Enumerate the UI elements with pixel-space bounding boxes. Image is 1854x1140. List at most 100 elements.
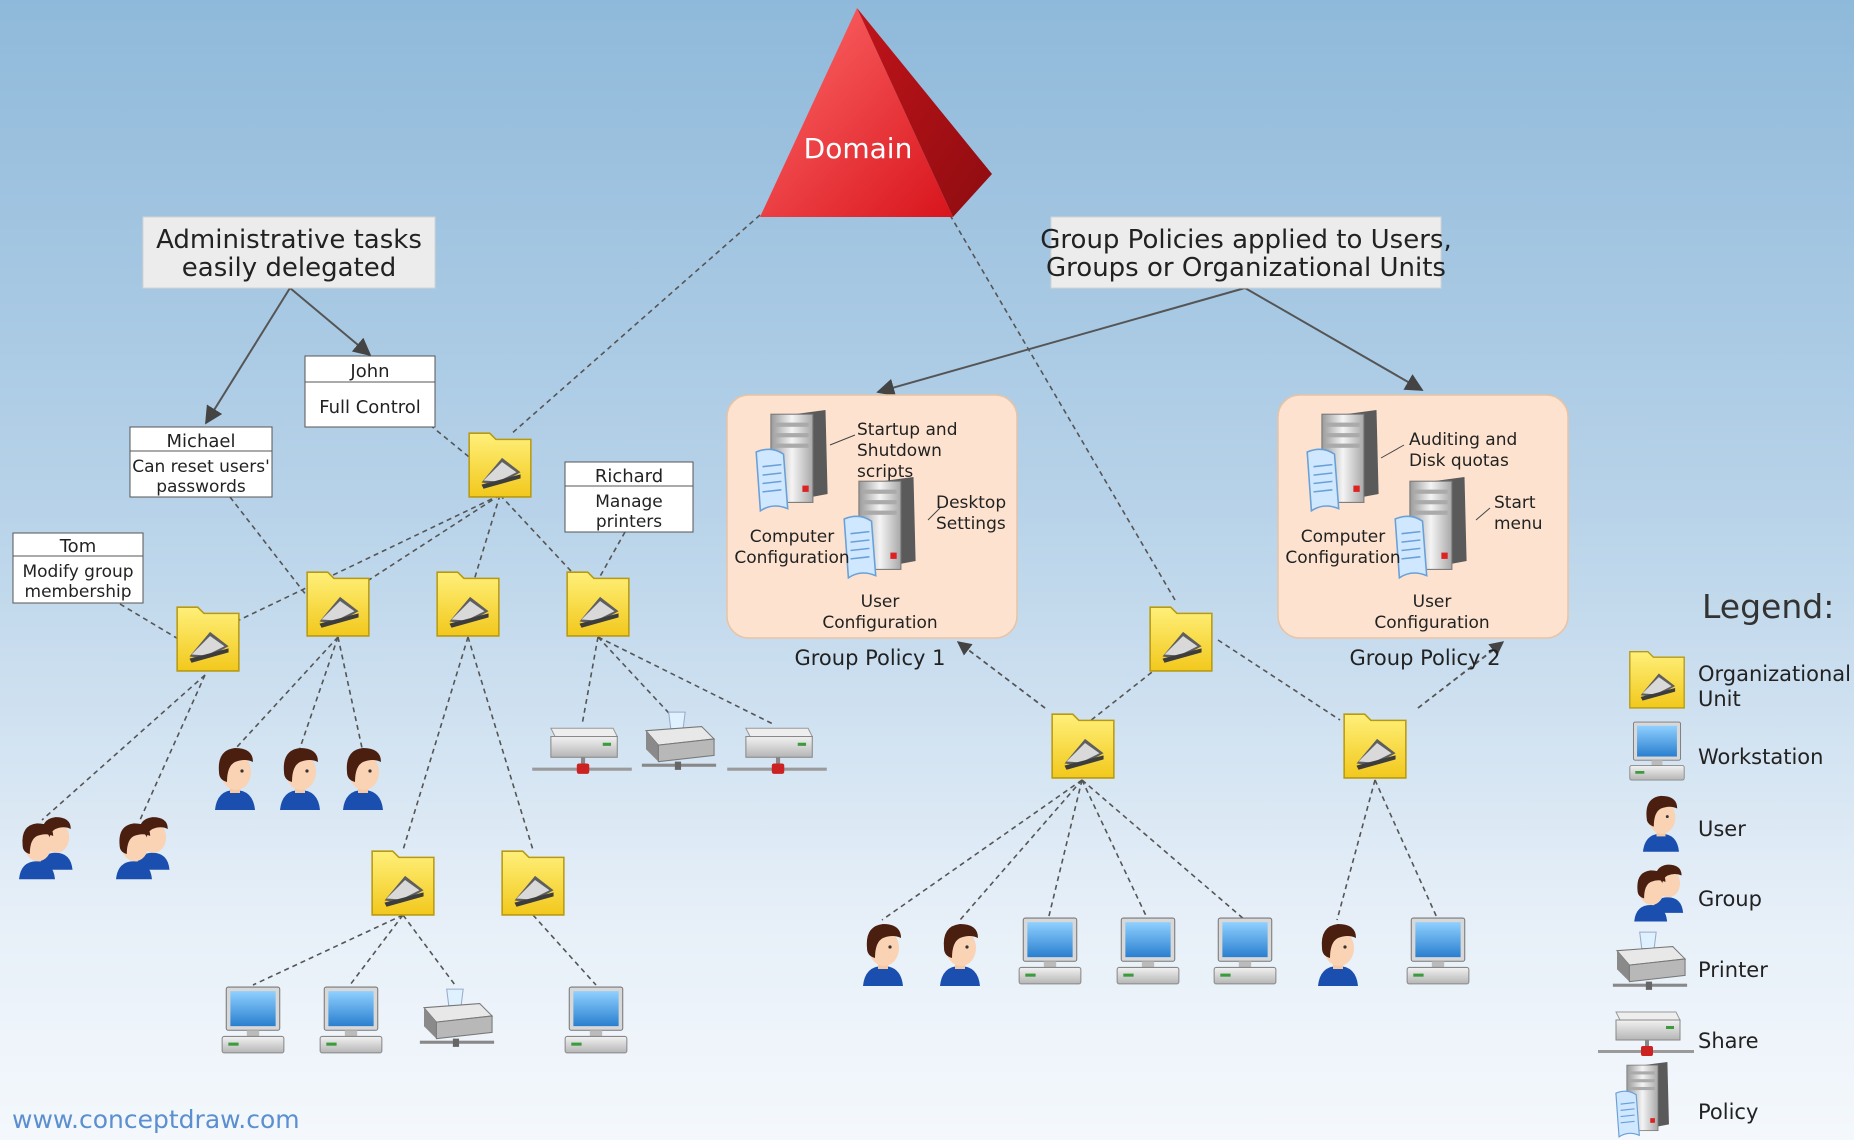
admin-name: Richard: [595, 466, 663, 487]
group-icon[interactable]: [116, 817, 170, 880]
gp1-title: Group Policy 1: [794, 646, 945, 670]
workstation-icon[interactable]: [319, 986, 383, 1054]
workstation-icon[interactable]: [1116, 917, 1180, 985]
connector: [1217, 639, 1341, 721]
folder-icon[interactable]: [306, 571, 370, 637]
connector: [41, 674, 206, 821]
folder-icon[interactable]: [1149, 606, 1213, 672]
legend: Legend: Organizational Unit Workstation …: [1597, 587, 1851, 1138]
legend-label-user: User: [1698, 817, 1746, 841]
callout-policies-line-2: Groups or Organizational Units: [1046, 253, 1446, 283]
share-icon[interactable]: [726, 727, 828, 775]
callout-admin-line-2: easily delegated: [182, 253, 396, 283]
gp2-user-config: User: [1413, 592, 1452, 612]
gp1-computer-config: Configuration: [734, 548, 849, 568]
folder-icon: [1629, 651, 1685, 709]
folder-icon[interactable]: [566, 571, 630, 637]
admin-task: Manage: [595, 492, 663, 512]
domain-pyramid: Domain: [760, 8, 992, 217]
connector: [1374, 779, 1439, 921]
printer-icon: [1612, 931, 1688, 991]
share-icon: [1597, 1011, 1695, 1057]
legend-label-workstation: Workstation: [1698, 745, 1823, 769]
workstation-icon[interactable]: [1213, 917, 1277, 985]
policy-arrows: [956, 641, 1505, 709]
connector: [402, 636, 469, 851]
device-nodes: [419, 711, 828, 1048]
folder-icon[interactable]: [501, 850, 565, 916]
admin-task: Full Control: [319, 397, 421, 418]
footer-url[interactable]: www.conceptdraw.com: [12, 1105, 300, 1134]
legend-label-ou: Unit: [1698, 687, 1741, 711]
folder-icon[interactable]: [176, 606, 240, 672]
folder-icon[interactable]: [468, 432, 532, 498]
gp2-title: Group Policy 2: [1349, 646, 1500, 670]
printer-icon[interactable]: [641, 711, 717, 771]
connector: [597, 636, 776, 726]
connector: [1081, 779, 1246, 921]
user-icon[interactable]: [940, 924, 980, 986]
gp1-note-top: scripts: [857, 462, 913, 482]
folder-icon[interactable]: [436, 571, 500, 637]
user-icon[interactable]: [215, 748, 255, 810]
policy-arrow: [956, 641, 1046, 709]
user-icon[interactable]: [863, 924, 903, 986]
printer-icon[interactable]: [419, 988, 495, 1048]
group-icon[interactable]: [19, 817, 73, 880]
folder-icon[interactable]: [1343, 713, 1407, 779]
policy-icon: [1615, 1062, 1670, 1138]
user-icon[interactable]: [280, 748, 320, 810]
gp2-computer-config: Configuration: [1285, 548, 1400, 568]
domain-label: Domain: [804, 132, 913, 165]
legend-label-printer: Printer: [1698, 958, 1768, 982]
connector: [429, 424, 486, 471]
connector: [402, 914, 456, 986]
connector: [119, 603, 181, 641]
arrow-to-john: [289, 287, 372, 357]
workstation-icon[interactable]: [1018, 917, 1082, 985]
connector: [229, 496, 311, 601]
folder-icon[interactable]: [371, 850, 435, 916]
connector: [532, 914, 597, 986]
connector: [467, 636, 534, 851]
connector: [337, 636, 363, 749]
folder-icon[interactable]: [1051, 713, 1115, 779]
callout-arrows: [205, 287, 1424, 425]
admin-task: Modify group: [22, 562, 133, 582]
admin-note-michael: Michael Can reset users' passwords: [129, 426, 273, 498]
workstation-icon[interactable]: [1406, 917, 1470, 985]
connector: [1336, 779, 1376, 921]
gp1-user-config: Configuration: [822, 613, 937, 633]
connector: [881, 779, 1083, 921]
arrow-to-michael: [205, 287, 291, 425]
callout-policies-line-1: Group Policies applied to Users,: [1040, 225, 1451, 255]
gp1-note-top: Shutdown: [857, 441, 942, 461]
admin-name: Michael: [167, 431, 236, 452]
connector: [252, 914, 404, 986]
user-icon[interactable]: [1318, 924, 1358, 986]
legend-label-ou: Organizational: [1698, 662, 1851, 686]
connector: [299, 636, 339, 749]
admin-task: passwords: [156, 477, 246, 497]
gp2-note-side: Start: [1494, 493, 1536, 513]
legend-label-group: Group: [1698, 887, 1762, 911]
callout-policies: Group Policies applied to Users, Groups …: [1040, 216, 1452, 289]
user-icon[interactable]: [343, 748, 383, 810]
callout-admin-line-1: Administrative tasks: [156, 225, 422, 255]
share-icon[interactable]: [531, 727, 633, 775]
connector: [581, 636, 599, 726]
workstation-icon: [1629, 721, 1685, 781]
callout-admin: Administrative tasks easily delegated: [142, 216, 436, 289]
workstation-icon[interactable]: [564, 986, 628, 1054]
arrow-to-policy-2: [1244, 287, 1424, 391]
workstation-icon[interactable]: [221, 986, 285, 1054]
connector: [235, 636, 339, 749]
group-policy-2: Auditing and Disk quotas Start menu Comp…: [1277, 394, 1569, 670]
group-policy-1: Startup and Shutdown scripts Desktop Set…: [726, 394, 1018, 670]
arrow-to-policy-1: [876, 287, 1246, 397]
connector: [597, 531, 626, 581]
connector: [139, 674, 206, 821]
gp1-computer-config: Computer: [750, 527, 835, 547]
connector: [1081, 779, 1149, 921]
workstation-nodes: [221, 917, 1470, 1054]
